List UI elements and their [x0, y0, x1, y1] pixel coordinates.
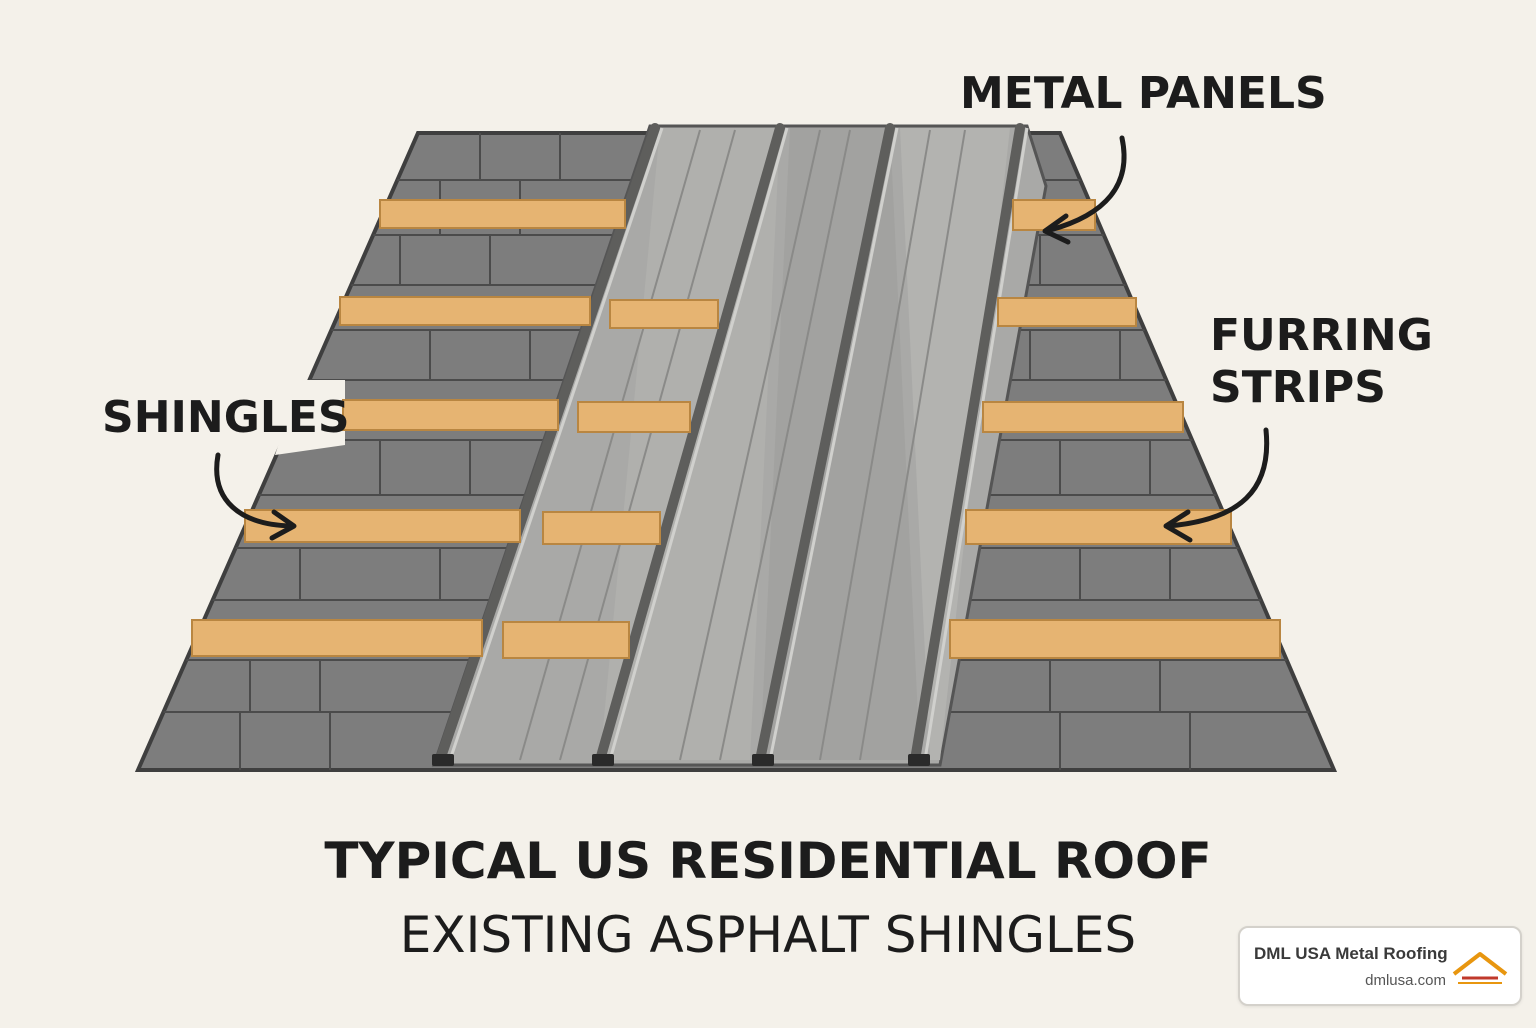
furring-strip	[949, 619, 1281, 659]
furring-strip	[577, 401, 691, 433]
furring-strip	[502, 621, 630, 659]
furring-strip	[191, 619, 483, 657]
arrow-icon	[214, 452, 295, 529]
furring-strip	[609, 299, 719, 329]
shingles-label: SHINGLES	[102, 392, 350, 443]
furring-strip	[379, 199, 626, 229]
diagram-title: TYPICAL US RESIDENTIAL ROOF	[324, 832, 1211, 890]
arrow-head-icon	[269, 509, 297, 541]
arrow-icon	[1165, 427, 1270, 529]
metal-panels-callout: METAL PANELS	[960, 68, 1327, 245]
metal-panels	[431, 123, 1048, 767]
arrow-head-icon	[1163, 509, 1193, 543]
furring-strip	[342, 399, 559, 431]
furring-label-line2: STRIPS	[1210, 362, 1386, 413]
arrow-icon	[1047, 135, 1127, 233]
diagram-subtitle: EXISTING ASPHALT SHINGLES	[400, 906, 1136, 964]
metal-panels-label: METAL PANELS	[960, 68, 1327, 119]
furring-strips-callout: FURRING STRIPS	[1163, 310, 1433, 543]
furring-strip	[982, 401, 1184, 433]
furring-strip	[997, 297, 1137, 327]
shingles-callout: SHINGLES	[102, 392, 350, 541]
arrow-head-icon	[1042, 213, 1071, 245]
furring-strip	[542, 511, 661, 545]
furring-strip	[339, 296, 591, 326]
brand-card: DML USA Metal Roofing dmlusa.com	[1238, 926, 1522, 1006]
brand-name: DML USA Metal Roofing	[1254, 944, 1448, 963]
furring-strips	[191, 199, 1281, 659]
furring-label-line1: FURRING	[1210, 310, 1433, 361]
roof-logo-icon	[1452, 952, 1508, 984]
brand-url: dmlusa.com	[1365, 972, 1446, 989]
